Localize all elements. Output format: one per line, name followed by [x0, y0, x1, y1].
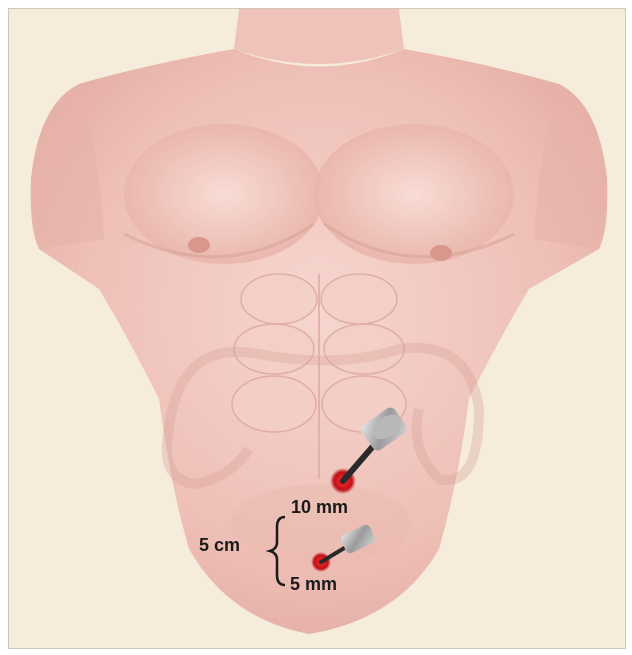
- illustration-frame: 10 mm 5 mm 5 cm: [8, 8, 626, 649]
- torso-illustration: [9, 9, 625, 648]
- port-10mm-label: 10 mm: [291, 497, 348, 518]
- port-5mm-label: 5 mm: [290, 574, 337, 595]
- distance-label: 5 cm: [199, 535, 240, 556]
